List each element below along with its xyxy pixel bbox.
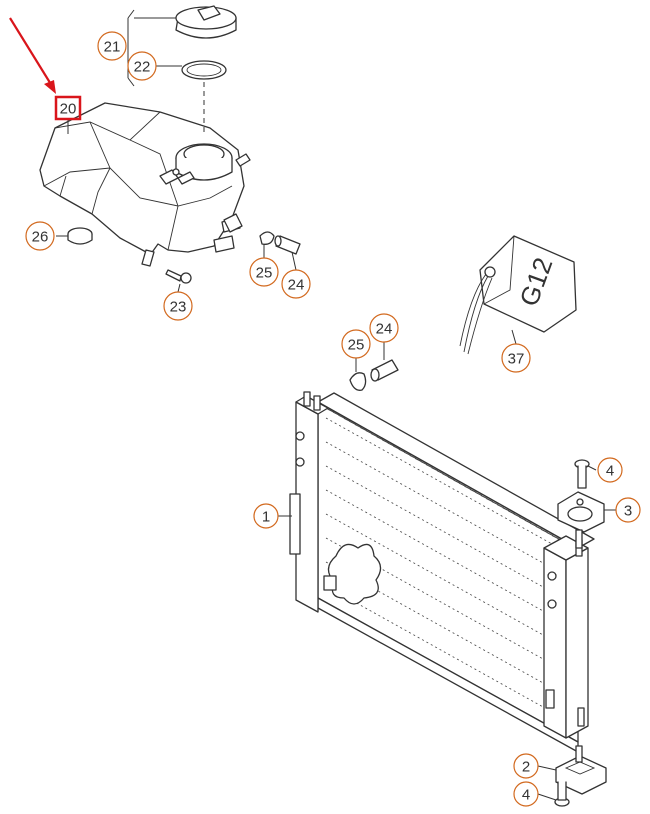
callout-21[interactable]: 21 xyxy=(97,31,127,61)
callout-24[interactable]: 24 xyxy=(369,313,399,343)
callout-label: 22 xyxy=(134,59,151,76)
hose-upper xyxy=(274,235,301,255)
callout-25[interactable]: 25 xyxy=(341,329,371,359)
highlight-box xyxy=(54,95,82,121)
callout-4[interactable]: 4 xyxy=(513,781,539,807)
callout-label: 25 xyxy=(256,265,273,282)
callout-label: 25 xyxy=(348,337,365,354)
callout-26[interactable]: 26 xyxy=(25,221,55,251)
callout-label: 1 xyxy=(262,509,270,526)
lower-bolt xyxy=(554,781,570,807)
o-ring xyxy=(181,60,227,80)
hose-clamp-lower xyxy=(349,372,367,391)
expansion-tank xyxy=(39,102,251,267)
hose-lower xyxy=(370,359,399,382)
callout-24[interactable]: 24 xyxy=(281,269,311,299)
callout-label: 20 xyxy=(60,101,77,118)
tank-screw xyxy=(165,269,192,284)
radiator xyxy=(289,391,595,753)
callout-4[interactable]: 4 xyxy=(597,457,623,483)
callout-37[interactable]: 37 xyxy=(501,343,531,373)
callout-2[interactable]: 2 xyxy=(513,753,539,779)
upper-bolt xyxy=(574,459,590,489)
coolant-tag: G12 xyxy=(459,235,577,355)
plug xyxy=(67,227,93,245)
callout-label: 4 xyxy=(522,787,530,804)
callout-label: 24 xyxy=(288,277,305,294)
callout-23[interactable]: 23 xyxy=(163,291,193,321)
callout-3[interactable]: 3 xyxy=(615,497,641,523)
pointer-arrow xyxy=(9,17,56,94)
callout-label: 37 xyxy=(508,351,525,368)
upper-mount xyxy=(557,491,605,549)
callout-label: 24 xyxy=(376,321,393,338)
lower-mount xyxy=(555,745,607,795)
filler-cap xyxy=(175,5,237,39)
callout-22[interactable]: 22 xyxy=(127,51,157,81)
callout-label: 21 xyxy=(104,39,121,56)
callout-label: 4 xyxy=(606,463,614,480)
callout-label: 3 xyxy=(624,503,632,520)
callout-20[interactable]: 20 xyxy=(54,95,82,121)
leader-lines xyxy=(56,9,616,801)
callout-label: 2 xyxy=(522,759,530,776)
callout-25[interactable]: 25 xyxy=(249,257,279,287)
hose-clamp-upper xyxy=(223,213,275,245)
callout-1[interactable]: 1 xyxy=(253,503,279,529)
callout-label: 23 xyxy=(170,299,187,316)
callout-label: 26 xyxy=(32,229,49,246)
